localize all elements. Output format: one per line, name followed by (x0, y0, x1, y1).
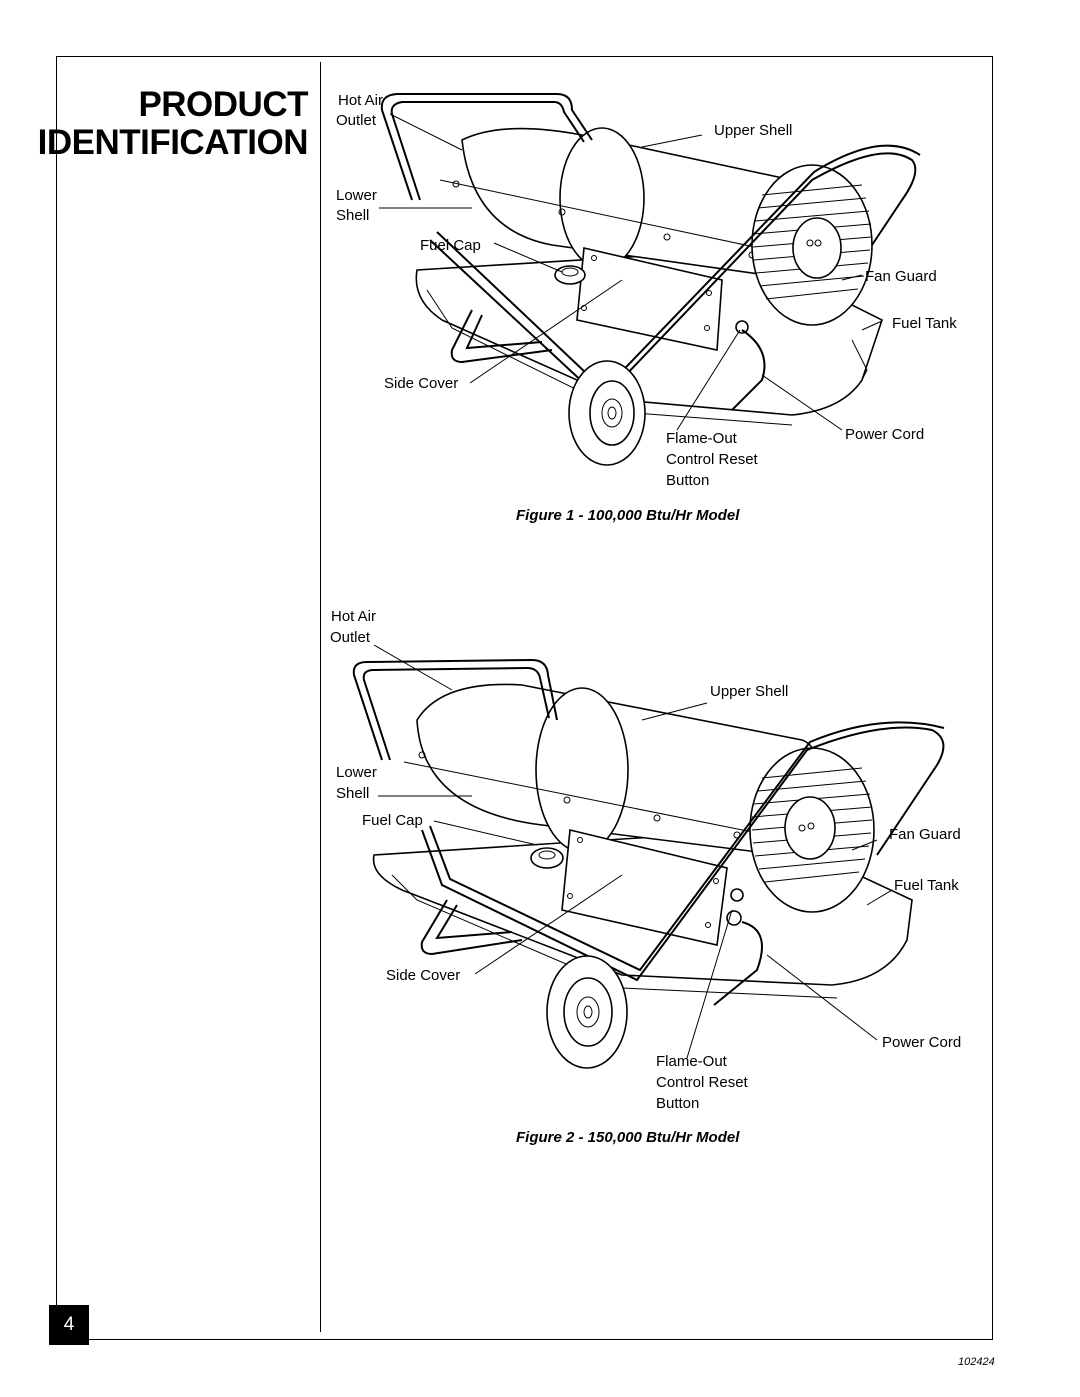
figure-1-heater-diagram: Hot Air Outlet Upper Shell Lower Shell F… (336, 92, 957, 489)
label-hot-air: Hot Air (338, 92, 383, 109)
fuel-cap-shape (530, 847, 564, 869)
label-fuel-cap: Fuel Cap (362, 812, 423, 829)
label-upper-shell: Upper Shell (710, 683, 788, 700)
foot-bracket (450, 309, 553, 364)
label-side-cover: Side Cover (386, 967, 460, 984)
handle-frame (352, 658, 558, 761)
callout-leaders (379, 113, 883, 431)
label-shell: Shell (336, 207, 369, 224)
label-hot-air: Hot Air (331, 608, 376, 625)
label-shell: Shell (336, 785, 369, 802)
side-cover-outline (576, 247, 723, 351)
reset-button-shape (735, 320, 749, 334)
page-number: 4 (49, 1305, 89, 1345)
reset-button-shape (730, 888, 744, 902)
figure-2-caption: Figure 2 - 150,000 Btu/Hr Model (516, 1129, 740, 1146)
label-fuel-tank: Fuel Tank (894, 877, 959, 894)
label-button: Button (656, 1095, 699, 1112)
label-outlet: Outlet (336, 112, 377, 129)
label-power-cord: Power Cord (845, 426, 924, 443)
label-lower: Lower (336, 764, 377, 781)
label-upper-shell: Upper Shell (714, 122, 792, 139)
title-line-2: IDENTIFICATION (37, 123, 309, 162)
document-number: 102424 (958, 1356, 995, 1368)
label-fan-guard: Fan Guard (889, 826, 961, 843)
title-line-1: PRODUCT (138, 85, 308, 124)
foot-bracket (420, 899, 523, 956)
label-control-reset: Control Reset (656, 1074, 749, 1091)
label-fuel-tank: Fuel Tank (892, 315, 957, 332)
label-button: Button (666, 472, 709, 489)
label-side-cover: Side Cover (384, 375, 458, 392)
handle-frame (380, 93, 593, 201)
figure-1-caption: Figure 1 - 100,000 Btu/Hr Model (516, 507, 740, 524)
power-cord-shape (731, 329, 766, 411)
label-fuel-cap: Fuel Cap (420, 237, 481, 254)
label-fan-guard: Fan Guard (865, 268, 937, 285)
label-flame-out: Flame-Out (656, 1053, 728, 1070)
section-title: PRODUCT IDENTIFICATION (37, 85, 309, 162)
label-power-cord: Power Cord (882, 1034, 961, 1051)
label-control-reset: Control Reset (666, 451, 759, 468)
label-lower: Lower (336, 187, 377, 204)
column-divider (320, 62, 321, 1332)
fuel-cap-shape (554, 265, 586, 285)
power-cord-shape (713, 921, 763, 1006)
label-flame-out: Flame-Out (666, 430, 738, 447)
side-cover-outline (561, 829, 728, 946)
figure-2-heater-diagram: Hot Air Outlet Upper Shell Lower Shell F… (330, 608, 961, 1112)
label-outlet: Outlet (330, 629, 371, 646)
callout-leaders (373, 644, 893, 1059)
page-border (56, 56, 993, 1340)
